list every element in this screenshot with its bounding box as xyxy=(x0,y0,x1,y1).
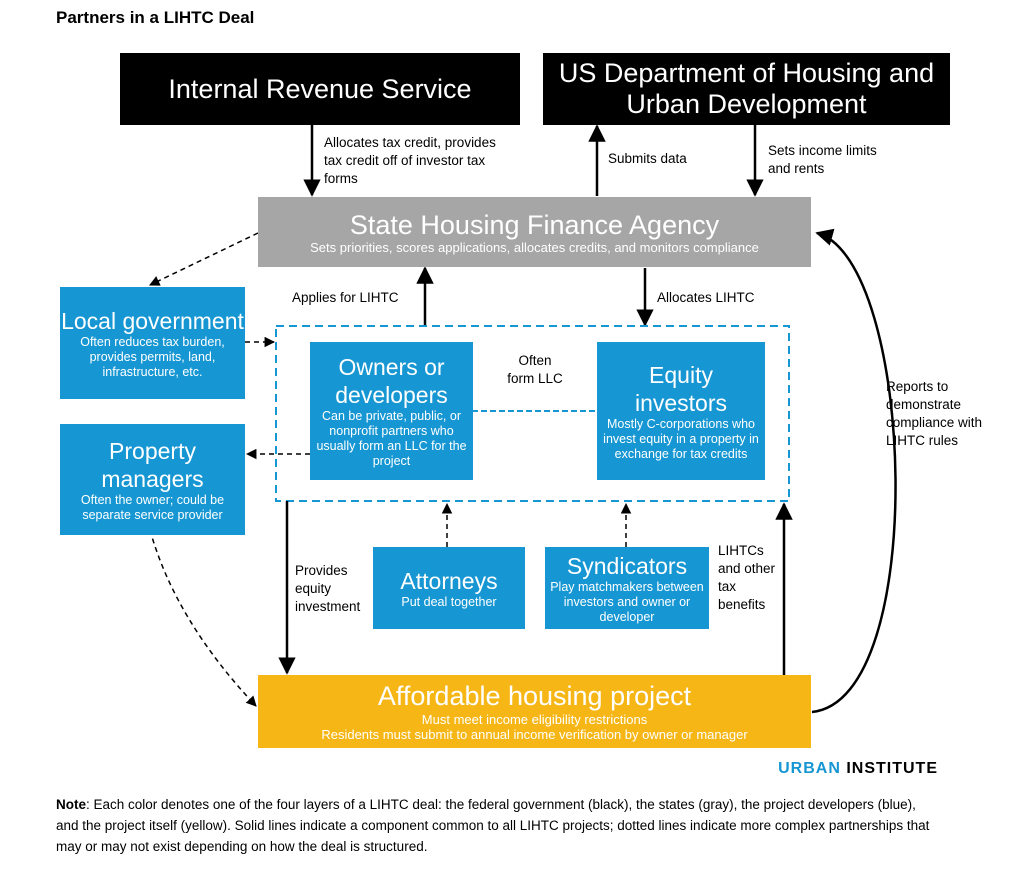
state-agency-desc: Sets priorities, scores applications, al… xyxy=(310,239,759,255)
label-allocates-lihtc: Allocates LIHTC xyxy=(657,290,755,305)
brand-institute: INSTITUTE xyxy=(846,760,938,777)
arrow-property-to-project xyxy=(149,529,257,707)
owners-developers-title: Owners or developers xyxy=(335,354,448,408)
label-lihtcs: LIHTCs and other tax benefits xyxy=(718,543,776,612)
syndicators-title: Syndicators xyxy=(566,552,688,579)
owners-developers-desc: Can be private, public, or nonprofit par… xyxy=(316,409,467,468)
label-provides-equity: Provides equity investment xyxy=(295,563,361,614)
attorneys-desc: Put deal together xyxy=(401,594,497,609)
affordable-housing-project-box: Affordable housing project Must meet inc… xyxy=(258,675,811,748)
irs-box: Internal Revenue Service xyxy=(120,53,520,125)
label-reports: Reports to demonstrate compliance with L… xyxy=(886,379,983,448)
owners-developers-box: Owners or developers Can be private, pub… xyxy=(310,342,473,480)
label-allocates-tax-credit: Allocates tax credit, provides tax credi… xyxy=(324,135,496,186)
brand-urban: URBAN xyxy=(778,760,841,777)
state-agency-box: State Housing Finance Agency Sets priori… xyxy=(258,197,811,267)
label-sets-income: Sets income limits and rents xyxy=(768,143,877,176)
project-desc-1: Must meet income eligibility restriction… xyxy=(421,712,648,727)
arrow-reports xyxy=(811,228,897,714)
local-government-title: Local government xyxy=(61,307,244,334)
equity-investors-box: Equity investors Mostly C-corporations w… xyxy=(597,342,765,480)
attorneys-title: Attorneys xyxy=(400,567,498,594)
local-government-desc: Often reduces tax burden, provides permi… xyxy=(80,334,225,379)
project-desc-2: Residents must submit to annual income v… xyxy=(321,727,748,742)
syndicators-desc: Play matchmakers between investors and o… xyxy=(550,579,704,624)
page-title: Partners in a LIHTC Deal xyxy=(56,8,255,27)
equity-investors-title: Equity investors xyxy=(634,361,728,416)
project-title: Affordable housing project xyxy=(377,681,692,711)
hud-title: US Department of Housing and Urban Devel… xyxy=(558,58,935,119)
irs-title: Internal Revenue Service xyxy=(168,73,472,104)
note-label: Note xyxy=(56,797,86,812)
property-managers-title: Property managers xyxy=(101,437,204,492)
note-text: : Each color denotes one of the four lay… xyxy=(56,797,930,854)
property-managers-desc: Often the owner; could be separate servi… xyxy=(80,492,225,522)
state-agency-title: State Housing Finance Agency xyxy=(349,209,720,240)
label-often-form-llc: Often form LLC xyxy=(507,353,563,386)
label-submits-data: Submits data xyxy=(608,151,687,166)
attorneys-box: Attorneys Put deal together xyxy=(373,547,525,629)
equity-investors-desc: Mostly C-corporations who invest equity … xyxy=(603,416,759,461)
property-managers-box: Property managers Often the owner; could… xyxy=(60,424,245,535)
local-government-box: Local government Often reduces tax burde… xyxy=(60,287,245,399)
llc-group-border xyxy=(275,325,790,502)
label-applies: Applies for LIHTC xyxy=(292,290,399,305)
hud-box: US Department of Housing and Urban Devel… xyxy=(543,53,950,125)
arrow-state-to-local xyxy=(149,232,259,286)
note: Note: Each color denotes one of the four… xyxy=(56,794,936,857)
urban-institute-logo: URBAN INSTITUTE xyxy=(778,760,938,778)
syndicators-box: Syndicators Play matchmakers between inv… xyxy=(545,547,709,629)
